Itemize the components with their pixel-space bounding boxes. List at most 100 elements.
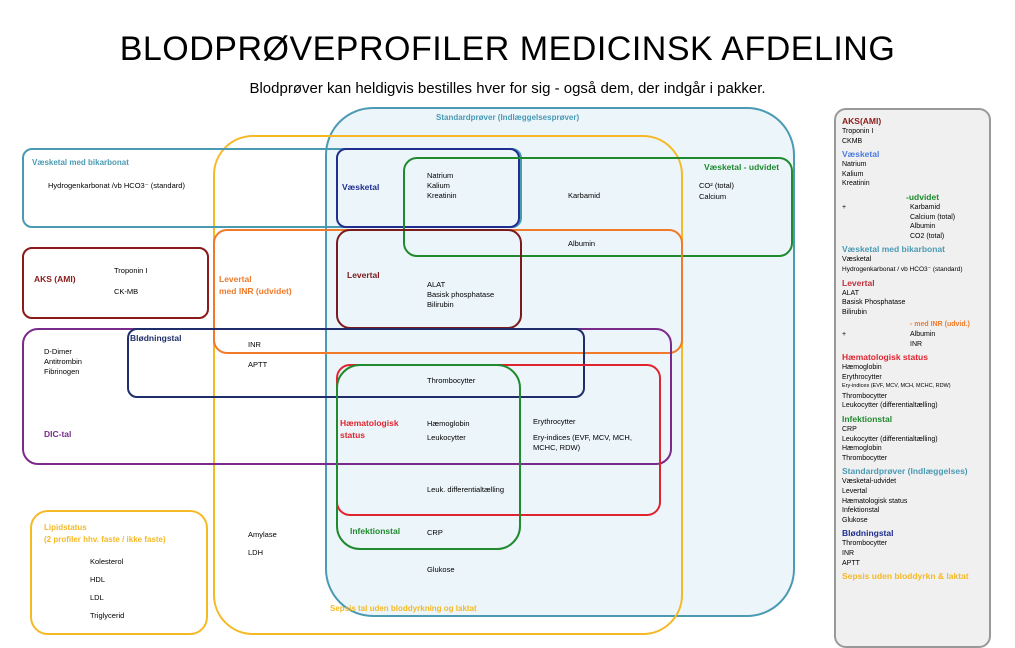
legend-bikarbonat-item: Hydrogenkarbonat / vb HCO3⁻ (standard) [842, 265, 963, 273]
legend-haem-item: Leukocytter (differentialtælling) [842, 402, 938, 410]
vaesketal-box [336, 148, 520, 228]
aks-box [22, 247, 209, 319]
legend-standard-item: Infektionstal [842, 507, 880, 515]
inr-label: INR [248, 340, 261, 349]
legend-standard-item: Glukose [842, 516, 868, 524]
legend-levertal-item: ALAT [842, 289, 859, 297]
legend-aks-item: CKMB [842, 137, 863, 145]
haematologisk-label-2: status [340, 430, 366, 440]
legend-udvidet-item: Karbamid [910, 203, 940, 211]
aptt-label: APTT [248, 360, 268, 369]
ery-indices-label-2: MCHC, RDW) [533, 443, 581, 452]
standard-label: Standardprøver (Indlæggelsesprøver) [436, 113, 580, 122]
legend-standard-title: Standardprøver (Indlæggelses) [842, 466, 968, 477]
levertal-label: Levertal [347, 270, 380, 280]
kalium-label: Kalium [427, 181, 450, 190]
legend-udvidet-title: -udvidet [906, 191, 940, 202]
infektion-label: Infektionstal [350, 526, 401, 536]
legend-haem-item: Hæmoglobin [842, 364, 882, 372]
vaesketal-udvidet-label: Væsketal - udvidet [704, 162, 780, 172]
levertal-inr-label-1: Levertal [219, 274, 252, 284]
legend-inr-plus: + [842, 330, 847, 338]
vaesketal-udvidet-box [403, 157, 793, 257]
legend-udvidet-item: Albumin [910, 223, 936, 231]
levertal-inr-label-2: med INR (udvidet) [219, 286, 292, 296]
sepsis-label: Sepsis tal uden bloddyrkning og laktat [330, 604, 477, 613]
karbamid-label: Karbamid [568, 191, 601, 200]
hco3-label: Hydrogenkarbonat /vb HCO3⁻ (standard) [48, 181, 185, 190]
legend-blodning-item: APTT [842, 559, 860, 567]
legend-levertal-item: Basisk Phosphatase [842, 299, 906, 307]
blodning-label: Blødningstal [130, 333, 182, 343]
legend-bikarbonat-title: Væsketal med bikarbonat [842, 244, 945, 255]
infektion-box [336, 364, 521, 550]
dic-label: DIC-tal [44, 429, 72, 439]
aks-label: AKS (AMI) [34, 274, 76, 284]
hdl-label: HDL [90, 575, 106, 584]
glukose-label: Glukose [427, 565, 455, 574]
leuk-diff-label: Leuk. differentialtælling [427, 485, 504, 494]
legend-standard-item: Væsketal-udvidet [842, 478, 897, 486]
basisk-label: Basisk phosphatase [427, 290, 495, 299]
antitrombin-label: Antitrombin [44, 357, 82, 366]
legend-levertal-item: Bilirubin [842, 308, 867, 316]
kreatinin-label: Kreatinin [427, 191, 457, 200]
haematologisk-label-1: Hæmatologisk [340, 418, 399, 428]
fibrinogen-label: Fibrinogen [44, 367, 80, 376]
ldl-label: LDL [90, 593, 104, 602]
ddimer-label: D-Dimer [44, 347, 72, 356]
legend-haem-item: Ery-indices (EVF, MCV, MCH, MCHC, RDW) [842, 383, 951, 390]
alat-label: ALAT [427, 280, 446, 289]
legend-blodning-title: Blødningstal [842, 528, 894, 539]
legend-standard-item: Levertal [842, 488, 867, 496]
legend-infektion-item: CRP [842, 426, 857, 434]
triglycerid-label: Triglycerid [90, 611, 125, 620]
legend-bikarbonat-item: Væsketal [842, 256, 872, 264]
legend-vaesketal-item: Kreatinin [842, 180, 870, 188]
legend-udvidet-item: CO2 (total) [910, 232, 945, 240]
vaesketal-bikarbonat-label: Væsketal med bikarbonat [32, 158, 129, 167]
haemoglobin-label: Hæmoglobin [427, 419, 470, 428]
page-subtitle: Blodprøver kan heldigvis bestilles hver … [249, 80, 766, 97]
thrombocytter-label: Thrombocytter [427, 376, 476, 385]
legend-haem-item: Erythrocytter [842, 373, 882, 381]
legend-standard-item: Hæmatologisk status [842, 497, 908, 505]
vaesketal-bikarbonat-box [22, 148, 522, 228]
legend-udvidet-plus: + [842, 203, 847, 211]
legend-infektion-item: Leukocytter (differentialtælling) [842, 435, 938, 443]
crp-label: CRP [427, 528, 443, 537]
page-title: BLODPRØVEPROFILER MEDICINSK AFDELING [119, 30, 896, 68]
albumin-label: Albumin [568, 239, 596, 248]
lipid-label-2: (2 profiler hhv. faste / ikke faste) [44, 535, 166, 544]
legend-vaesketal-title: Væsketal [842, 149, 880, 160]
lipid-label-1: Lipidstatus [44, 523, 87, 532]
legend-inr-title: - med INR (udvid.) [910, 321, 970, 329]
legend-infektion-item: Thrombocytter [842, 454, 888, 462]
bilirubin-label: Bilirubin [427, 300, 454, 309]
co2-label: CO² (total) [699, 181, 735, 190]
ckmb-label: CK-MB [114, 287, 139, 296]
calcium-label: Calcium [699, 192, 727, 201]
legend-blodning-item: INR [842, 550, 855, 557]
ery-indices-label-1: Ery-indices (EVF, MCV, MCH, [533, 433, 632, 442]
legend-haem-title: Hæmatologisk status [842, 352, 928, 363]
legend-blodning-item: Thrombocytter [842, 540, 888, 548]
legend-inr-item: INR [910, 340, 923, 348]
legend-levertal-title: Levertal [842, 277, 875, 288]
blodning-box [127, 328, 585, 398]
kolesterol-label: Kolesterol [90, 557, 124, 566]
natrium-label: Natrium [427, 171, 454, 180]
amylase-label: Amylase [248, 530, 277, 539]
troponin-label: Troponin I [114, 266, 148, 275]
leukocytter-label: Leukocytter [427, 433, 466, 442]
ldh-label: LDH [248, 548, 264, 557]
legend-inr-item: Albumin [910, 330, 936, 338]
legend-aks-title: AKS(AMI) [842, 116, 882, 126]
erythrocytter-label: Erythrocytter [533, 417, 576, 426]
legend-haem-item: Thrombocytter [842, 392, 888, 400]
legend-udvidet-item: Calcium (total) [910, 213, 956, 221]
legend-sepsis-title: Sepsis uden bloddyrkn & laktat [842, 571, 969, 582]
legend-infektion-item: Hæmoglobin [842, 445, 882, 453]
legend-panel: AKS(AMI) Troponin I CKMB Væsketal Natriu… [834, 108, 991, 648]
legend-vaesketal-item: Kalium [842, 170, 864, 178]
